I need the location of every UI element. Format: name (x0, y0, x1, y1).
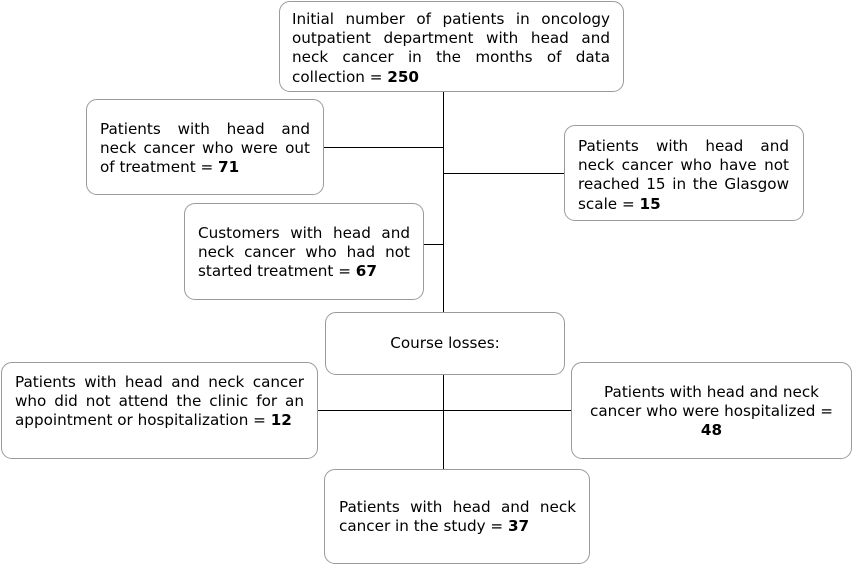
no-attend-box: Patients with head and neck cancer who d… (1, 362, 318, 459)
out-of-treatment-box: Patients with head and neck cancer who w… (86, 99, 324, 195)
not-started-text: Customers with head and neck cancer who … (198, 224, 410, 281)
course-losses-text: Course losses: (390, 334, 500, 352)
no-attend-text: Patients with head and neck cancer who d… (15, 373, 304, 430)
initial-patients-text: Initial number of patients in oncology o… (292, 10, 610, 86)
out-of-treatment-count: 71 (218, 158, 240, 177)
initial-patients-count: 250 (387, 67, 419, 86)
in-study-text: Patients with head and neck cancer in th… (339, 498, 576, 536)
glasgow-text: Patients with head and neck cancer who h… (578, 137, 789, 213)
connector-out-of-treatment (323, 147, 444, 148)
connector-no-attend (317, 410, 444, 411)
in-study-box: Patients with head and neck cancer in th… (324, 469, 590, 564)
lower-trunk-line (443, 374, 444, 470)
not-started-box: Customers with head and neck cancer who … (184, 203, 424, 300)
main-trunk-line (443, 91, 444, 313)
connector-glasgow (443, 173, 565, 174)
glasgow-box: Patients with head and neck cancer who h… (564, 125, 804, 221)
connector-not-started (424, 244, 444, 245)
out-of-treatment-text: Patients with head and neck cancer who w… (100, 120, 310, 177)
hospitalized-text: Patients with head and neck cancer who w… (590, 383, 833, 421)
glasgow-count: 15 (639, 194, 661, 213)
connector-hospitalized (443, 410, 572, 411)
course-losses-box: Course losses: (325, 312, 565, 375)
no-attend-count: 12 (270, 411, 292, 430)
hospitalized-count: 48 (700, 421, 723, 440)
not-started-count: 67 (355, 262, 377, 281)
in-study-count: 37 (507, 517, 530, 536)
initial-patients-box: Initial number of patients in oncology o… (279, 1, 624, 92)
hospitalized-box: Patients with head and neck cancer who w… (571, 362, 852, 459)
